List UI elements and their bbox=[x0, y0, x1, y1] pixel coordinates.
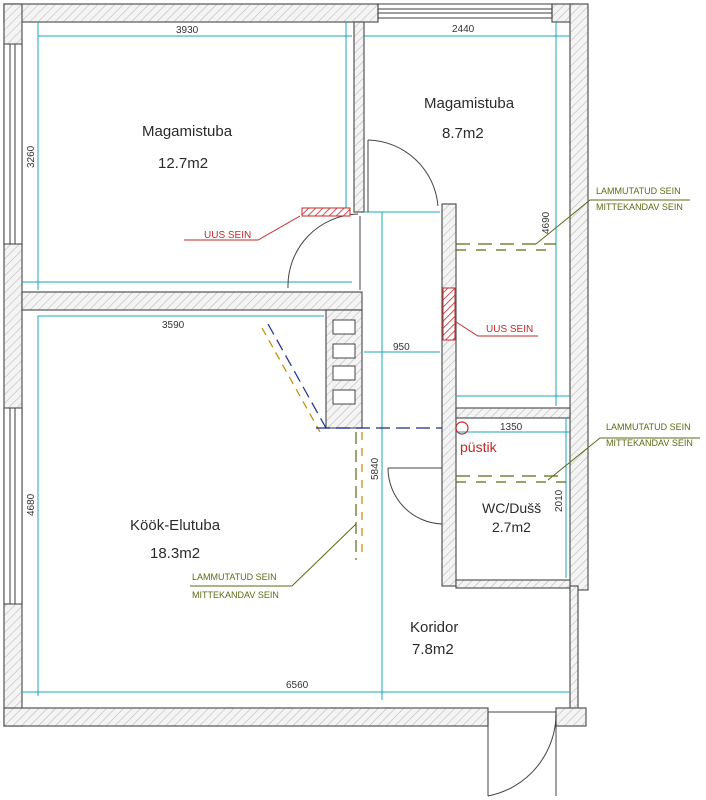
doors bbox=[287, 139, 557, 797]
svg-text:LAMMUTATUD SEIN: LAMMUTATUD SEIN bbox=[596, 186, 681, 196]
window-left-bottom bbox=[3, 407, 23, 605]
demolished-walls bbox=[261, 243, 566, 560]
dim-3590: 3590 bbox=[162, 320, 185, 331]
room-area-bedroom-right: 8.7m2 bbox=[442, 125, 484, 142]
dim-1350: 1350 bbox=[500, 422, 523, 433]
room-name-wc: WC/Dušš bbox=[482, 500, 541, 516]
room-name-bedroom-right: Magamistuba bbox=[424, 95, 515, 112]
dim-4690: 4690 bbox=[541, 211, 552, 234]
svg-text:MITTEKANDAV SEIN: MITTEKANDAV SEIN bbox=[596, 202, 683, 212]
demolished-label-right-bottom: LAMMUTATUD SEIN MITTEKANDAV SEIN bbox=[606, 422, 693, 448]
svg-text:LAMMUTATUD SEIN: LAMMUTATUD SEIN bbox=[606, 422, 691, 432]
new-wall-leaders bbox=[184, 215, 538, 337]
vent-label: püstik bbox=[460, 439, 498, 455]
kitchen-cabinets bbox=[332, 319, 356, 405]
dim-2440: 2440 bbox=[452, 24, 475, 35]
room-name-bedroom-left: Magamistuba bbox=[142, 123, 233, 140]
new-wall-corridor bbox=[442, 287, 456, 341]
dim-6560: 6560 bbox=[286, 680, 309, 691]
vent-icon bbox=[455, 421, 469, 435]
svg-text:MITTEKANDAV SEIN: MITTEKANDAV SEIN bbox=[606, 438, 693, 448]
room-area-corridor: 7.8m2 bbox=[412, 641, 454, 658]
demolished-label-right-top: LAMMUTATUD SEIN MITTEKANDAV SEIN bbox=[596, 186, 683, 212]
room-name-kitchen: Köök-Elutuba bbox=[130, 517, 221, 534]
room-area-bedroom-left: 12.7m2 bbox=[158, 155, 208, 172]
dim-3260: 3260 bbox=[26, 145, 37, 168]
room-name-corridor: Koridor bbox=[410, 619, 458, 636]
demolished-leaders bbox=[190, 199, 700, 587]
dim-950: 950 bbox=[393, 342, 410, 353]
demolished-label-kitchen: LAMMUTATUD SEIN MITTEKANDAV SEIN bbox=[192, 572, 279, 600]
new-wall-label-corridor: UUS SEIN bbox=[486, 324, 533, 335]
dim-4680: 4680 bbox=[26, 493, 37, 516]
dim-3930: 3930 bbox=[176, 25, 199, 36]
new-wall-top bbox=[301, 207, 351, 217]
room-area-wc: 2.7m2 bbox=[492, 519, 531, 535]
window-left-top bbox=[3, 43, 23, 245]
window-top bbox=[377, 3, 553, 19]
dimension-lines bbox=[22, 22, 570, 700]
outer-walls bbox=[3, 3, 589, 727]
new-wall-label-top: UUS SEIN bbox=[204, 230, 251, 241]
dim-2010: 2010 bbox=[554, 489, 565, 512]
svg-text:LAMMUTATUD SEIN: LAMMUTATUD SEIN bbox=[192, 572, 277, 582]
dim-5840: 5840 bbox=[370, 457, 381, 480]
svg-text:MITTEKANDAV SEIN: MITTEKANDAV SEIN bbox=[192, 590, 279, 600]
room-area-kitchen: 18.3m2 bbox=[150, 545, 200, 562]
